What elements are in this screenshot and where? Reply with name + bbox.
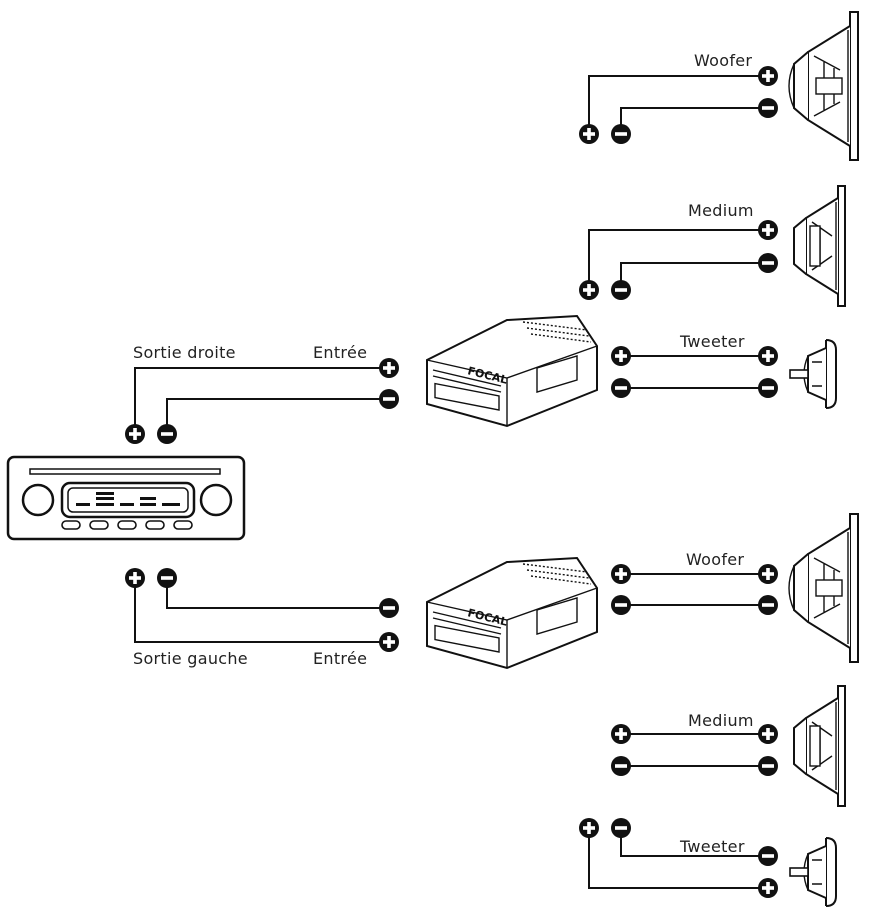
tweeter-top-crossover-minus-terminal [611, 378, 631, 398]
entree-bottom-plus-terminal [379, 632, 399, 652]
woofer-top-speaker-icon [788, 11, 859, 161]
medium-bottom-plus-terminal [758, 724, 778, 744]
label-woofer-top: Woofer [694, 51, 752, 70]
woofer-bottom-speaker-icon [788, 513, 859, 663]
tweeter-top-speaker-icon [789, 339, 837, 409]
woofer-bottom-minus-terminal [758, 595, 778, 615]
label-tweeter-bottom: Tweeter [679, 837, 745, 856]
tweeter-bottom-crossover-minus-terminal [611, 818, 631, 838]
woofer-top-minus-terminal [758, 98, 778, 118]
crossover-top: FOCAL [426, 315, 598, 427]
entree-top-minus-terminal [379, 389, 399, 409]
entree-bottom-minus-terminal [379, 598, 399, 618]
left-knob-icon [21, 483, 55, 517]
label-entree-top: Entrée [313, 343, 367, 362]
woofer-bottom-plus-terminal [758, 564, 778, 584]
label-medium-bottom: Medium [688, 711, 754, 730]
label-medium-top: Medium [688, 201, 754, 220]
woofer-top-plus-terminal [758, 66, 778, 86]
medium-top-speaker-icon [793, 185, 846, 307]
tweeter-bottom-minus-terminal [758, 846, 778, 866]
label-entree-bottom: Entrée [313, 649, 367, 668]
crossover-bottom: FOCAL [426, 557, 598, 669]
medium-top-plus-terminal [758, 220, 778, 240]
entree-top-plus-terminal [379, 358, 399, 378]
medium-bottom-crossover-minus-terminal [611, 756, 631, 776]
medium-bottom-crossover-plus-terminal [611, 724, 631, 744]
label-sortie-gauche: Sortie gauche [133, 649, 248, 668]
medium-top-minus-terminal [758, 253, 778, 273]
tweeter-top-plus-terminal [758, 346, 778, 366]
tweeter-top-minus-terminal [758, 378, 778, 398]
medium-top-crossover-plus-terminal [579, 280, 599, 300]
sortie-droite-plus-terminal [125, 424, 145, 444]
right-knob-icon [199, 483, 233, 517]
woofer-top-crossover-minus-terminal [611, 124, 631, 144]
label-tweeter-top: Tweeter [679, 332, 745, 351]
tweeter-bottom-plus-terminal [758, 878, 778, 898]
label-woofer-bottom: Woofer [686, 550, 744, 569]
wires-head-unit [134, 367, 389, 643]
tweeter-top-crossover-plus-terminal [611, 346, 631, 366]
label-sortie-droite: Sortie droite [133, 343, 236, 362]
sortie-droite-minus-terminal [157, 424, 177, 444]
tweeter-bottom-crossover-plus-terminal [579, 818, 599, 838]
sortie-gauche-minus-terminal [157, 568, 177, 588]
woofer-bottom-crossover-minus-terminal [611, 595, 631, 615]
medium-bottom-speaker-icon [793, 685, 846, 807]
tweeter-bottom-speaker-icon [789, 837, 837, 907]
medium-bottom-minus-terminal [758, 756, 778, 776]
woofer-bottom-crossover-plus-terminal [611, 564, 631, 584]
head-unit [6, 455, 246, 541]
sortie-gauche-plus-terminal [125, 568, 145, 588]
woofer-top-crossover-plus-terminal [579, 124, 599, 144]
preset-buttons-icon [61, 520, 193, 530]
medium-top-crossover-minus-terminal [611, 280, 631, 300]
